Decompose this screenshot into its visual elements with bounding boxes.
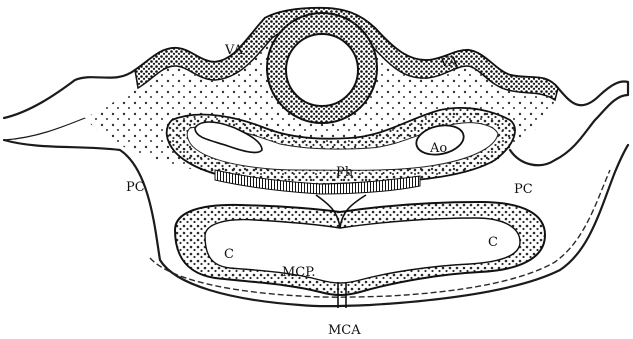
label-va-right: VA bbox=[439, 55, 459, 70]
outer-wall-inner-line bbox=[4, 118, 85, 140]
label-mca: MCA bbox=[328, 323, 361, 338]
label-ao: Ao bbox=[429, 141, 447, 156]
label-pc-left: PC bbox=[126, 180, 145, 195]
label-mcp: MCP. bbox=[282, 265, 316, 280]
neural-tube-lumen bbox=[286, 34, 358, 106]
label-ph: Ph bbox=[336, 165, 354, 180]
label-pc-right: PC bbox=[514, 182, 533, 197]
label-c-right: C bbox=[488, 235, 498, 250]
label-c-left: C bbox=[224, 247, 234, 262]
label-va-left: VA bbox=[224, 43, 244, 58]
